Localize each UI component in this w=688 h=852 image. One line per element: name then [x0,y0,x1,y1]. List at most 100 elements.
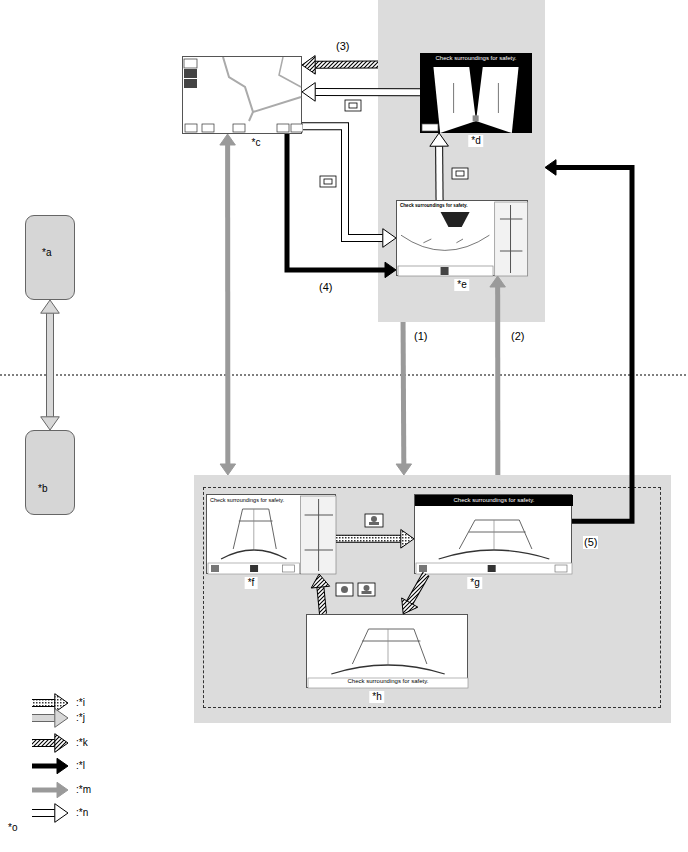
screen-element [184,69,197,78]
screen-element [233,124,245,132]
icon-frame [452,168,468,179]
transition-arrow [545,160,632,522]
screen-line [221,550,287,559]
screen-element [398,266,493,276]
legend-sample [32,734,68,753]
step-number: (4) [318,281,333,294]
step-number: (3) [335,40,350,53]
screen-line [352,629,427,664]
transition-arrow [302,126,396,247]
arrow-shaft [495,287,500,475]
screen-element [291,124,303,132]
arrow-outline [410,574,426,603]
legend-sample [32,758,68,774]
screen-illustration [307,615,469,689]
icon-glyph [341,586,348,593]
transition-arrow [402,574,426,614]
arrow-shaft [32,788,57,793]
legend-sample [32,709,68,728]
arrow-head [220,464,236,475]
arrow-outline [315,88,420,96]
button-icon [320,176,336,187]
dashed-group: Check surroundings for safety. *f Check su… [203,487,661,708]
legend-text: :*l [76,760,85,772]
screen-element [250,565,258,572]
screen-line [423,239,463,243]
arrow-outline [302,126,383,238]
arrow-shaft [336,536,401,542]
screen-element [488,565,496,572]
screen-element [301,496,336,574]
screen-line [388,629,389,664]
icon-frame [365,514,383,527]
screen-message: Check surroundings for safety. [422,55,530,62]
arrow-shaft [320,587,323,614]
screen-message: Check surroundings for safety. [415,497,573,504]
transition-arrow [311,574,330,614]
screen-line [439,550,550,559]
transition-arrow [430,133,449,200]
screen-label: *c [249,137,264,149]
legend-text: :*i [76,697,85,709]
icon-glyph [364,585,370,591]
screen-element [184,79,197,88]
step-number: (2) [510,330,525,343]
arrow-head [430,133,449,146]
arrow-shaft [32,715,55,721]
icon-frame [358,583,375,596]
legend-sample [32,694,68,713]
transition-arrow [220,134,236,475]
screen-line [454,83,499,113]
button-icon [345,100,361,111]
screen-element [185,124,197,132]
screen-line [494,520,495,549]
transition-arrow [490,276,506,475]
screen-group-panel: Check surroundings for safety. *f Check su… [194,475,671,723]
screen-line [459,520,532,549]
screen: Check surroundings for safety.*e [396,200,528,276]
screen-element [419,565,427,572]
screen-illustration [397,201,529,277]
button-icon [336,583,353,596]
screen-line [362,641,420,642]
arrow-shaft [32,700,55,706]
legend-text: :*m [76,784,91,796]
icon-glyph [349,103,357,108]
arrow-head [302,56,315,75]
arrow-shaft [315,61,378,67]
arrow-head [41,417,60,430]
mode-box: *b [25,430,75,515]
screen-element [416,563,572,574]
screen-line [401,235,489,250]
screen-element [283,565,295,572]
arrow-shaft [32,810,55,816]
screen-line [253,509,254,549]
arrow-head [55,804,68,823]
screen-line [500,205,522,273]
box-label: *a [42,247,72,259]
arrow-head [57,758,68,774]
arrow-shaft [225,145,230,464]
arrow-head [41,300,60,313]
icon-glyph [324,179,332,184]
screen-label: *h [369,691,384,703]
screen-line [233,509,276,549]
screen: Check surroundings for safety.*g [414,494,572,574]
screen-element [555,565,567,572]
screen-line [469,532,526,533]
step-number: (5) [583,536,598,549]
divider-line [0,374,688,375]
screen-line [331,665,444,674]
icon-frame [320,176,336,187]
screen-label: *f [245,577,258,589]
arrow-shaft [401,322,407,464]
arrow-shaft [410,574,426,603]
icon-frame [336,583,353,596]
legend-text: :*k [76,737,88,749]
screen-line [239,521,273,522]
icon-glyph [369,522,379,525]
screen-element [441,267,449,275]
icon-glyph [362,591,372,594]
arrow-head [545,160,556,176]
